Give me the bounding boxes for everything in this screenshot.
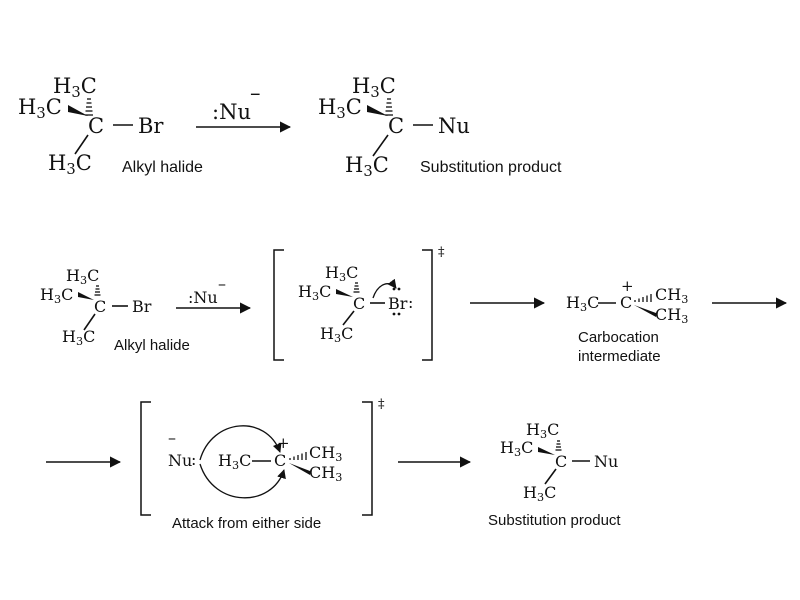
ts-double-dagger: ‡ xyxy=(378,397,385,412)
minus-charge: – xyxy=(218,274,226,293)
ts-double-dagger: ‡ xyxy=(438,245,445,260)
transition-state-1: ‡ H3C H3C H3C C Br : xyxy=(273,245,445,361)
methyl-left: H3C xyxy=(500,438,533,459)
central-carbon: C xyxy=(353,294,365,313)
methyl-bottom: H3C xyxy=(523,483,556,504)
substitution-product-small: H3C H3C H3C C Nu Substitution product xyxy=(488,420,621,529)
methyl-bottom: H3C xyxy=(48,151,92,178)
hashed-bond xyxy=(385,98,393,116)
central-carbon: C xyxy=(88,114,104,138)
methyl-lower-right: CH3 xyxy=(309,463,342,484)
methyl-top: H3C xyxy=(66,266,99,287)
bromine-atom: Br xyxy=(138,114,164,138)
nucleophile-lone-pair: : xyxy=(191,450,196,469)
wedge-bond xyxy=(68,105,88,116)
methyl-lower-right: CH3 xyxy=(655,305,688,326)
left-bracket xyxy=(273,249,284,361)
c-ch3-bond xyxy=(83,313,96,331)
minus-charge: – xyxy=(168,428,176,447)
nucleophile-label: :Nu xyxy=(188,288,218,307)
nucleophile-atom: Nu xyxy=(594,452,618,471)
minus-charge: – xyxy=(250,81,261,105)
methyl-top: H3C xyxy=(352,74,396,101)
c-ch3-bond xyxy=(74,134,89,155)
right-bracket xyxy=(362,401,373,516)
nucleophile-label: :Nu xyxy=(212,100,251,124)
bottom-attack-arrow xyxy=(199,463,286,499)
label-alkyl-halide: Alkyl halide xyxy=(114,337,190,354)
methyl-left: H3C xyxy=(218,451,251,472)
wedge-bond xyxy=(289,463,310,475)
hashed-bond xyxy=(289,452,307,460)
central-carbon: C xyxy=(388,114,404,138)
methyl-top: H3C xyxy=(325,263,358,284)
carbocation: H3C C + CH3 CH3 Carbocation intermediate xyxy=(566,277,688,365)
carbocation-carbon: C xyxy=(274,451,286,470)
label-attack: Attack from either side xyxy=(172,515,321,532)
c-ch3-bond xyxy=(372,134,389,157)
hashed-bond xyxy=(555,440,562,451)
nucleophile-reagent-1: :Nu – xyxy=(196,81,292,133)
hashed-bond xyxy=(353,282,360,293)
hashed-bond xyxy=(85,98,93,116)
methyl-upper-right: CH3 xyxy=(655,285,688,306)
c-ch3-bond xyxy=(544,468,557,485)
nucleophile-atom: Nu xyxy=(168,451,192,470)
label-carbocation: Carbocation xyxy=(578,329,659,346)
curved-electron-arrow xyxy=(372,278,397,299)
alkyl-halide-large: H3C H3C H3C C Br Alkyl halide xyxy=(18,74,203,178)
bromine-atom: Br xyxy=(388,294,408,313)
methyl-left: H3C xyxy=(318,95,362,122)
wedge-bond xyxy=(538,447,555,455)
methyl-left: H3C xyxy=(40,285,73,306)
wedge-bond xyxy=(78,292,94,300)
label-alkyl-halide: Alkyl halide xyxy=(122,159,203,176)
substitution-product-large: H3C H3C H3C C Nu Substitution product xyxy=(318,74,562,180)
carbocation-carbon: C xyxy=(620,293,632,312)
methyl-upper-right: CH3 xyxy=(309,443,342,464)
lone-pair-dots xyxy=(392,287,401,316)
transition-state-2: ‡ – Nu : H3C C + CH3 CH3 Attack from eit… xyxy=(140,397,385,532)
hashed-bond xyxy=(634,294,652,302)
wedge-bond xyxy=(367,105,388,116)
lone-pair-right: : xyxy=(408,293,413,312)
methyl-top: H3C xyxy=(53,74,97,101)
left-bracket xyxy=(140,401,151,516)
c-ch3-bond xyxy=(342,310,355,326)
methyl-left: H3C xyxy=(18,95,62,122)
label-substitution-product: Substitution product xyxy=(488,512,621,529)
methyl-left: H3C xyxy=(566,293,599,314)
label-intermediate: intermediate xyxy=(578,348,661,365)
plus-charge: + xyxy=(621,277,634,295)
methyl-left: H3C xyxy=(298,282,331,303)
methyl-bottom: H3C xyxy=(345,153,389,180)
central-carbon: C xyxy=(94,297,106,316)
right-bracket xyxy=(422,249,433,361)
label-substitution-product: Substitution product xyxy=(420,159,562,176)
methyl-bottom: H3C xyxy=(320,324,353,345)
wedge-bond xyxy=(634,305,656,317)
methyl-top: H3C xyxy=(526,420,559,441)
wedge-bond xyxy=(336,289,353,297)
top-attack-arrow xyxy=(199,425,282,461)
hashed-bond xyxy=(94,285,101,296)
central-carbon: C xyxy=(555,452,567,471)
methyl-bottom: H3C xyxy=(62,327,95,348)
nucleophile-atom: Nu xyxy=(438,114,470,138)
alkyl-halide-small: H3C H3C H3C C Br Alkyl halide xyxy=(40,266,190,354)
bromine-atom: Br xyxy=(132,297,152,316)
nucleophile-reagent-2: :Nu – xyxy=(176,274,252,314)
